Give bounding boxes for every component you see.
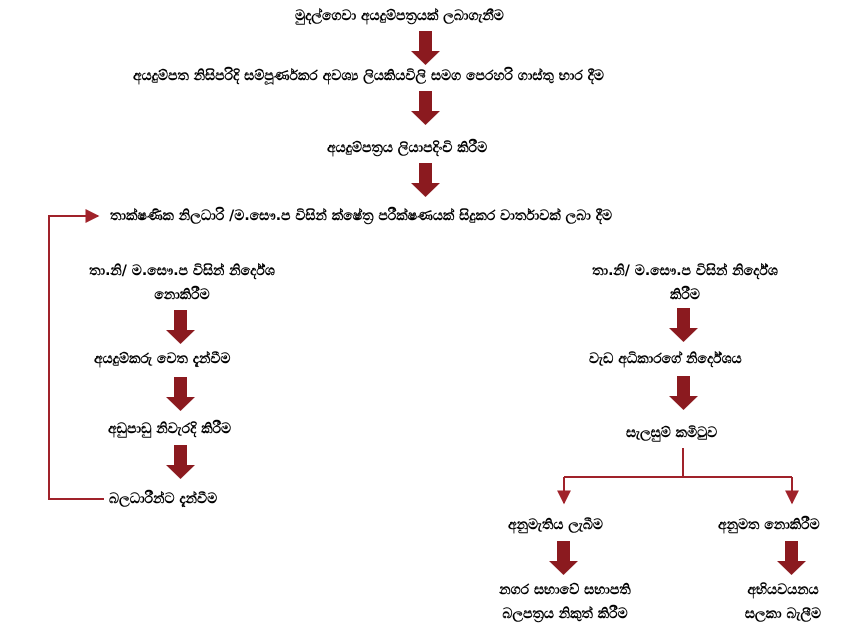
arrow-down-denied	[777, 541, 806, 575]
arrow-down-right-1	[669, 308, 698, 342]
node-recommended-line2: කිරීම	[670, 287, 700, 303]
node-chairman-permit: නගර සභාවේ සභාපති බලපත්‍රය නිකුත් කිරීම	[470, 578, 660, 626]
node-works-recommendation: වැඩ අධිකාරගේ නිර්දේශය	[589, 351, 742, 367]
node-field-inspection: තාක්ෂණික නිලධාරි /ම.සෞ.ප විසින් ක්ෂේත්‍ර…	[110, 208, 613, 224]
arrow-down-left-1	[166, 310, 195, 344]
node-inform-authorities: බලධාරීන්ට දැන්වීම	[109, 491, 218, 507]
node-not-recommended-line2: නොකිරීම	[154, 287, 210, 303]
node-not-recommended-line1: තා.නි/ ම.සෞ.ප විසින් නිර්දේශ	[89, 263, 275, 279]
feedback-loop-line	[48, 209, 104, 500]
arrow-down-2	[411, 91, 440, 125]
node-not-recommended: තා.නි/ ම.සෞ.ප විසින් නිර්දේශ නොකිරීම	[72, 259, 292, 307]
node-appeal-line1: අභියවයනය	[747, 582, 819, 598]
node-chairman-permit-line1: නගර සභාවේ සභාපති	[499, 582, 631, 598]
arrow-down-approval	[549, 541, 578, 575]
arrow-down-right-2	[669, 376, 698, 410]
node-approval-granted: අනුමැතිය ලැබීම	[508, 517, 603, 533]
node-recommended: තා.නි/ ම.සෞ.ප විසින් නිර්දේශ කිරීම	[570, 259, 800, 307]
node-appeal-line2: සලකා බැලීම	[744, 606, 822, 622]
arrow-down-1	[411, 31, 440, 65]
node-recommended-line1: තා.නි/ ම.සෞ.ප විසින් නිර්දේශ	[592, 263, 778, 279]
node-obtain-application: මුදල්ගෙවා අයදුම්පත්‍රයක් ලබාගැනීම	[295, 8, 504, 24]
arrow-down-left-3	[166, 445, 195, 479]
node-planning-committee: සැලසුම් කමිටුව	[626, 425, 718, 441]
node-approval-denied: අනුමත නොකිරීම	[718, 517, 820, 533]
node-chairman-permit-line2: බලපත්‍රය නිකුත් කිරීම	[502, 606, 628, 622]
arrow-down-3	[411, 163, 440, 197]
node-appeal-review: අභියවයනය සලකා බැලීම	[728, 578, 838, 626]
node-submit-application: අයදුම්පත නිසිපරිදි සම්පූර්ණකර අවශ්‍ය ලිය…	[133, 68, 604, 84]
node-register-application: අයදුම්පත්‍රය ලියාපදිංචි කිරීම	[327, 140, 488, 156]
arrow-down-left-2	[166, 377, 195, 411]
node-inform-applicant: අයදුම්කරු වෙත දැන්වීම	[94, 351, 231, 367]
node-correct-defects: අඩුපාඩු නිවැරදි කිරීම	[108, 421, 232, 437]
